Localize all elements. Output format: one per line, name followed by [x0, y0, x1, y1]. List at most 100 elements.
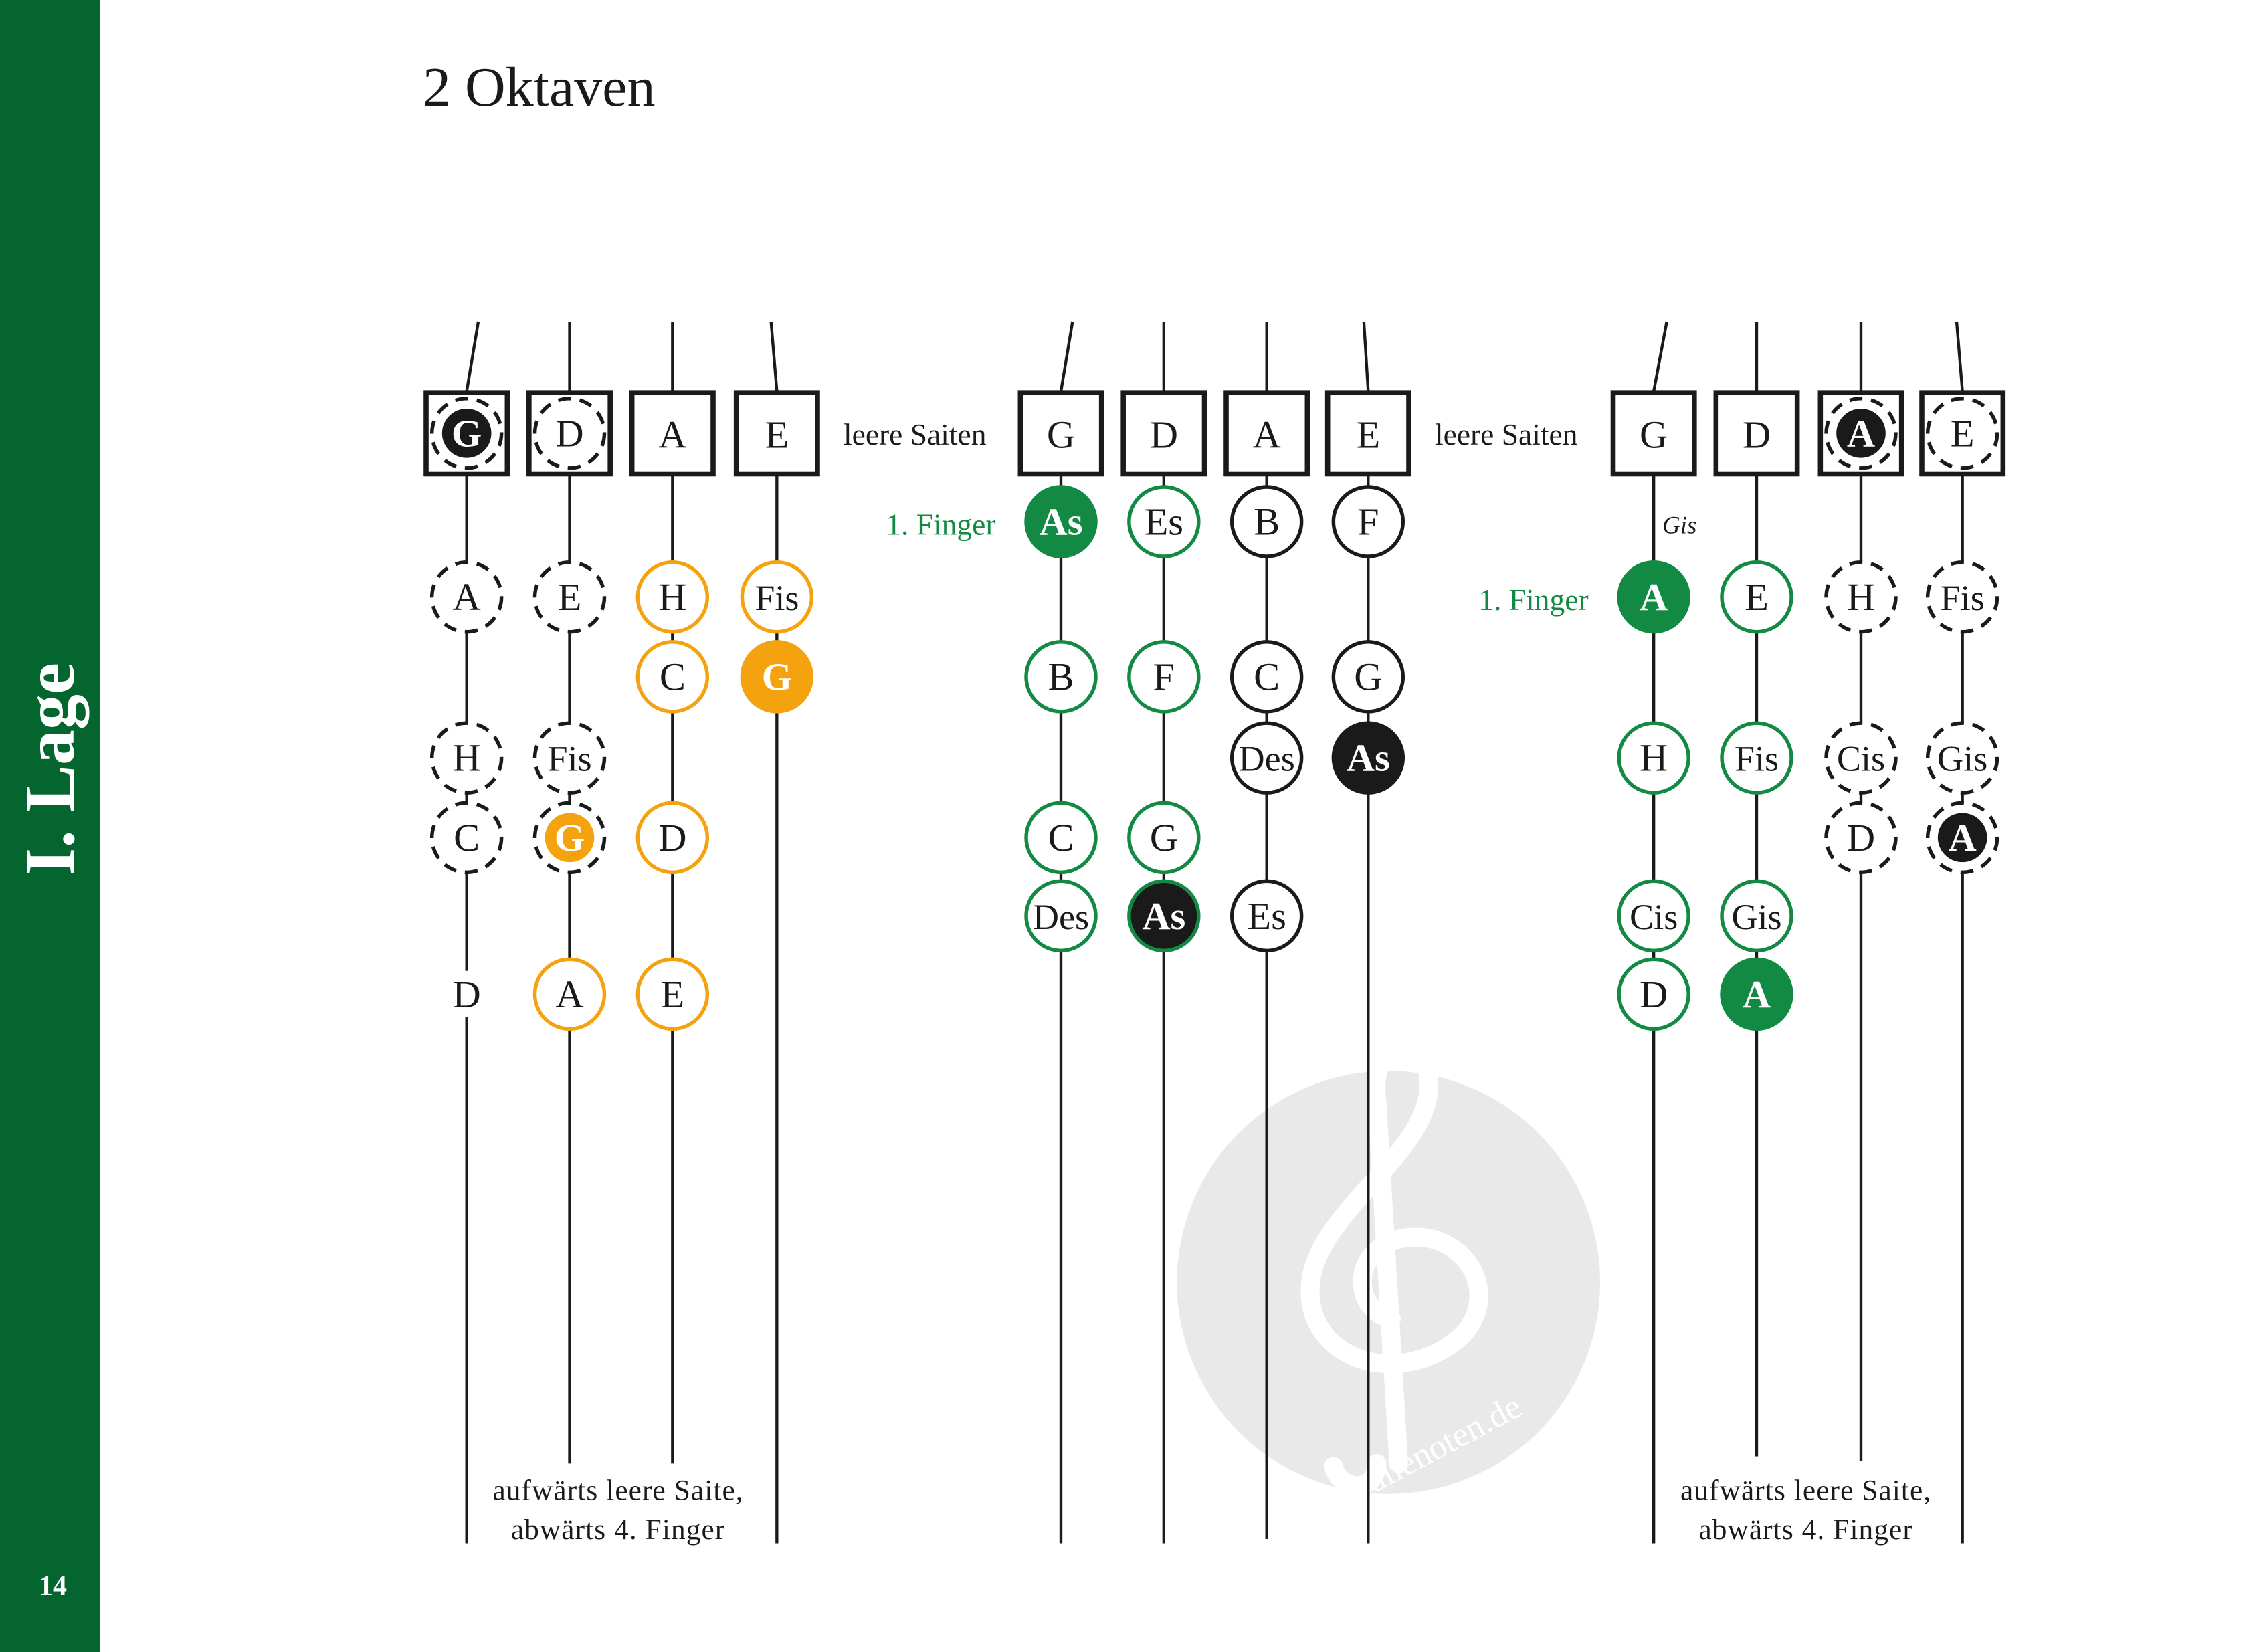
- string-peg-line: [1059, 321, 1074, 392]
- note-label: E: [558, 575, 582, 619]
- box-frame: [1017, 390, 1104, 477]
- note-H: H: [1617, 721, 1690, 795]
- note-H: H: [1824, 560, 1898, 634]
- page-title: 2 Oktaven: [423, 56, 656, 118]
- note-ring: [1230, 485, 1304, 558]
- open-string-box: E: [1919, 390, 2006, 477]
- note-Es: Es: [1127, 485, 1201, 558]
- note-label: Fis: [1941, 578, 1985, 618]
- open-string-box: D: [1120, 390, 1207, 477]
- note-D: D: [1617, 957, 1690, 1031]
- note-ring: [1824, 801, 1898, 875]
- note-A: A: [429, 560, 504, 634]
- note-Fis: Fis: [740, 560, 814, 634]
- note-G: G: [740, 640, 814, 714]
- note-ring: [532, 957, 607, 1031]
- note-label: B: [1254, 500, 1280, 543]
- box-frame: [1120, 390, 1207, 477]
- note-ring: [1720, 721, 1793, 795]
- note-label: Fis: [755, 578, 799, 618]
- note-label: H: [453, 736, 481, 780]
- note-ring: [1617, 957, 1690, 1031]
- note-D: D: [446, 970, 487, 1017]
- note-Des: Des: [1024, 879, 1098, 953]
- open-string-box: E: [1324, 390, 1411, 477]
- note-label: Es: [1145, 500, 1184, 543]
- open-string-note: A: [1824, 397, 1898, 470]
- note-ring: [1720, 879, 1793, 953]
- string-G: G AsB C Des: [1017, 321, 1104, 1544]
- open-string-note: G: [429, 397, 504, 470]
- note-Es: Es: [1230, 879, 1304, 953]
- note-ring: [1617, 560, 1690, 634]
- note-label: F: [1357, 500, 1379, 543]
- note-ring: [1230, 721, 1304, 795]
- open-string-box: G: [423, 390, 510, 477]
- note-label: A: [1640, 575, 1668, 619]
- string-peg-line: [1362, 321, 1370, 392]
- note-B: B: [1024, 640, 1098, 714]
- note-ring: [1024, 879, 1098, 953]
- note-fill: [1836, 409, 1886, 458]
- open-string-label: G: [1640, 413, 1668, 456]
- note-A: A: [532, 957, 607, 1031]
- note-ring: [635, 801, 710, 875]
- note-ring: [635, 560, 710, 634]
- note-ring: [1230, 879, 1304, 953]
- note-label: E: [1745, 575, 1769, 619]
- note-label: E: [660, 972, 684, 1016]
- note-ring: [1331, 721, 1405, 795]
- note-label: As: [1039, 500, 1082, 543]
- note-C: C: [1024, 801, 1098, 875]
- note-label: G: [452, 411, 482, 455]
- string-peg-line: [769, 321, 779, 392]
- box-frame: [1223, 390, 1310, 477]
- note-ring: [1925, 397, 1999, 470]
- note-H: H: [635, 560, 710, 634]
- section-sidebar: I. Lage 14: [0, 0, 100, 1652]
- note-label: A: [1743, 972, 1771, 1016]
- note-label: G: [555, 816, 585, 859]
- note-ring: [532, 721, 607, 795]
- note-label: As: [1142, 894, 1185, 938]
- note-F: F: [1127, 640, 1201, 714]
- note-As: As: [1331, 721, 1405, 795]
- note-label: C: [1048, 816, 1074, 859]
- note-label: H: [658, 575, 686, 619]
- note-label: D: [1640, 972, 1668, 1016]
- note-label: G: [762, 655, 793, 698]
- note-Des: Des: [1230, 721, 1304, 795]
- note-G: G: [1127, 801, 1201, 875]
- note-ring: [740, 560, 814, 634]
- note-F: F: [1331, 485, 1405, 558]
- note-H: H: [429, 721, 504, 795]
- note-ring: [1617, 879, 1690, 953]
- first-finger-label: 1. Finger: [1478, 583, 1588, 617]
- note-ring: [635, 957, 710, 1031]
- note-ring: [1331, 640, 1405, 714]
- note-label: E: [1951, 411, 1975, 455]
- note-C: C: [635, 640, 710, 714]
- open-string-box: E: [733, 390, 820, 477]
- open-string-note: D: [532, 397, 607, 470]
- note-ring: [1720, 560, 1793, 634]
- note-G: G: [532, 801, 607, 875]
- note-label: A: [453, 575, 481, 619]
- note-ring: [635, 640, 710, 714]
- open-string-label: E: [765, 413, 789, 456]
- open-string-label: G: [1047, 413, 1075, 456]
- note-Cis: Cis: [1617, 879, 1690, 953]
- note-label: Es: [1247, 894, 1286, 938]
- note-label: A: [555, 972, 583, 1016]
- note-fill: [1937, 813, 1987, 863]
- alt-note-label: Gis: [1662, 511, 1696, 538]
- open-string-box: G: [1017, 390, 1104, 477]
- note-label: Fis: [1735, 739, 1779, 779]
- box-frame: [1713, 390, 1800, 477]
